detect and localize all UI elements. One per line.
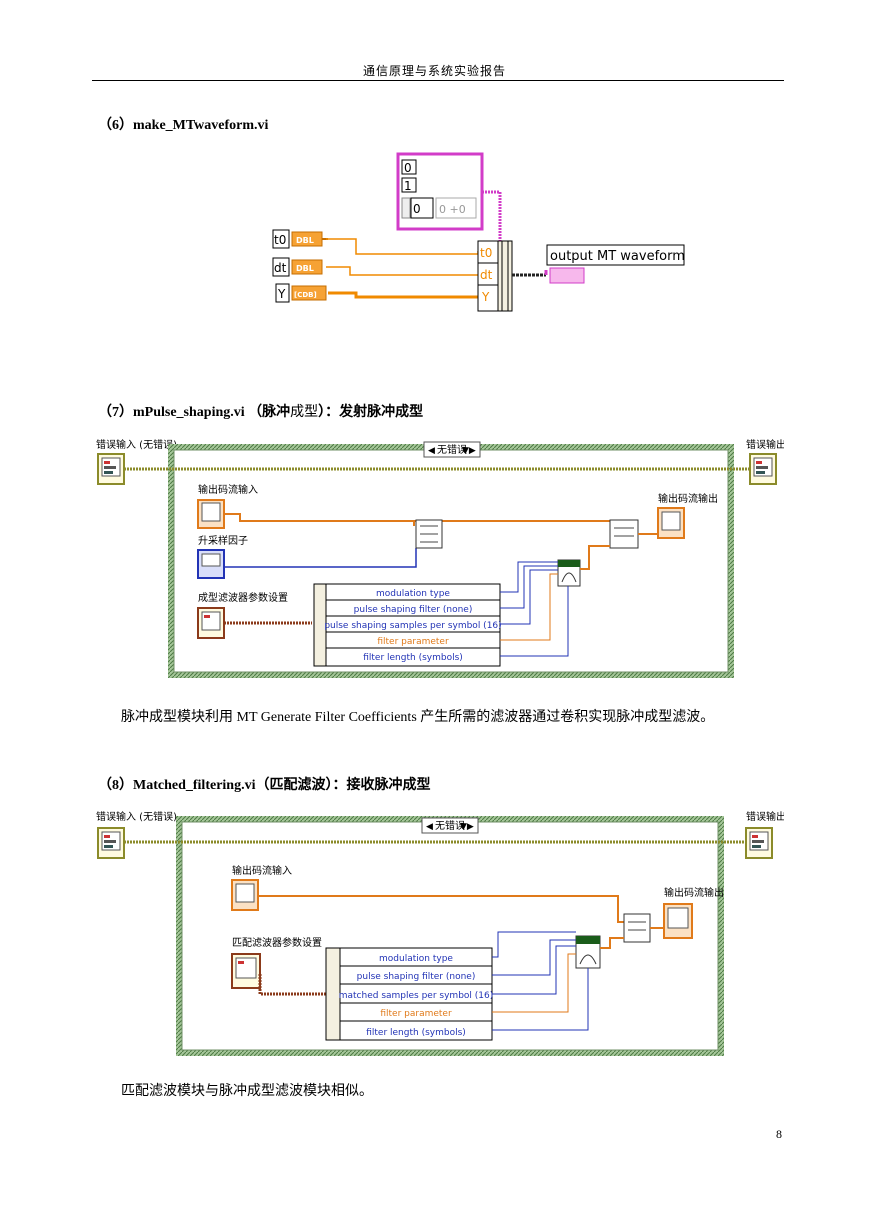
case-selector-label: 无错误 — [435, 819, 465, 832]
page-number: 8 — [776, 1127, 782, 1141]
header-rule — [92, 80, 784, 81]
wire-samples — [492, 945, 576, 995]
section6-heading: （6）make_MTwaveform.vi — [98, 118, 269, 133]
t0-wire — [326, 238, 479, 255]
running-header: 通信原理与系统实验报告 — [362, 64, 506, 78]
unbundle-item-4: filter length (symbols) — [366, 1028, 466, 1038]
bundle-term-t0: t0 — [480, 246, 492, 260]
error-in-label: 错误输入 (无错误) — [96, 438, 177, 451]
matched-filtering-diagram: 错误输入 (无错误) 错误输出 ◀ 无错误 ▼▶ 输出码流输入 输出码流输出 匹… — [96, 810, 784, 1056]
unbundle-item-3: filter parameter — [380, 1009, 452, 1019]
case-selector-right: ▼▶ — [462, 446, 476, 456]
dt-type: DBL — [296, 264, 314, 273]
array-index-spinner — [401, 197, 411, 219]
error-in-label: 错误输入 (无错误) — [96, 810, 177, 823]
convolution-node — [609, 519, 639, 549]
section8-paragraph: 匹配滤波模块与脉冲成型滤波模块相似。 — [121, 1084, 373, 1099]
bit-in-wire — [258, 895, 624, 923]
dt-label-box — [272, 257, 290, 277]
wire-filter-type — [500, 565, 558, 609]
y-type: [CDB] — [294, 291, 317, 299]
case-selector-right: ▼▶ — [460, 822, 474, 832]
filter-settings-label: 匹配滤波器参数设置 — [232, 936, 322, 949]
section7-heading-prefix: （7）mPulse_shaping.vi （脉冲 — [98, 405, 291, 420]
section7-paragraph: 脉冲成型模块利用 MT Generate Filter Coefficients… — [121, 710, 715, 725]
complex-display — [435, 197, 477, 219]
array-value-1: 1 — [404, 179, 412, 193]
unbundle-item-3: filter parameter — [377, 637, 449, 647]
convolution-node — [623, 913, 651, 943]
y-wire — [328, 291, 478, 299]
case-selector-label: 无错误 — [437, 443, 467, 456]
wire-filter-length — [492, 968, 589, 1031]
wire-modulation-type — [492, 931, 576, 958]
upsample-wire — [224, 548, 417, 568]
section7-heading-mid: 成型 — [290, 405, 319, 420]
array-wire — [482, 190, 502, 243]
wire-samples — [500, 569, 558, 625]
unbundle-item-1: pulse shaping filter (none) — [357, 972, 476, 982]
y-control — [291, 285, 327, 301]
unbundle-item-0: modulation type — [379, 954, 453, 964]
array-index — [410, 197, 434, 219]
bundle-term-y: Y — [481, 290, 490, 304]
case-selector — [421, 817, 479, 834]
make-mtwaveform-diagram: 0 1 0 0 +0 t0 DBL dt DBL Y [CDB] t0 dt Y… — [272, 152, 685, 312]
unbundle-item-1: pulse shaping filter (none) — [354, 605, 473, 615]
coefficients-wire — [580, 545, 610, 570]
coefficients-wire — [600, 937, 624, 949]
unbundle-by-name — [325, 583, 501, 667]
case-selector-left: ◀ — [428, 446, 435, 456]
y-label-box — [275, 283, 290, 303]
case-selector-left: ◀ — [426, 822, 433, 832]
t0-type: DBL — [296, 236, 314, 245]
output-label: output MT waveform — [550, 249, 685, 264]
unbundle-item-4: filter length (symbols) — [363, 653, 463, 663]
error-out-label: 错误输出 — [746, 810, 784, 823]
array-index-value: 0 — [413, 202, 421, 216]
array-element-0 — [401, 159, 417, 175]
unbundle-item-2: pulse shaping samples per symbol (16) — [324, 621, 501, 631]
bundle-term-dt: dt — [480, 268, 493, 282]
y-label: Y — [277, 287, 286, 301]
bundle-cluster-frame — [497, 240, 513, 312]
array-value-0: 0 — [404, 161, 412, 175]
unbundle-item-2: matched samples per symbol (16) — [339, 991, 494, 1001]
dt-control — [291, 259, 323, 275]
t0-label: t0 — [274, 233, 286, 247]
section7-heading: （7）mPulse_shaping.vi （脉冲成型）：发射脉冲成型 — [98, 401, 423, 421]
section7-heading-suffix: ）：发射脉冲成型 — [318, 405, 424, 420]
output-indicator — [549, 267, 585, 284]
bit-out-label: 输出码流输出 — [664, 886, 724, 899]
unbundle-item-0: modulation type — [376, 589, 450, 599]
wire-filter-length — [500, 586, 569, 657]
case-selector — [423, 441, 481, 458]
filter-settings-label: 成型滤波器参数设置 — [198, 591, 288, 604]
upsample-label: 升采样因子 — [198, 534, 248, 547]
dt-wire — [326, 266, 478, 276]
unbundle-by-name — [339, 947, 493, 1041]
bit-in-label: 输出码流输入 — [232, 864, 292, 877]
pulse-shaping-diagram: 错误输入 (无错误) 错误输出 ◀ 无错误 ▼▶ 输出码流输入 升采样因子 输出… — [96, 438, 784, 678]
output-label-box — [546, 244, 685, 266]
array-element-1 — [401, 177, 417, 193]
t0-label-box — [272, 229, 290, 249]
error-out-label: 错误输出 — [746, 438, 784, 451]
section8-heading: （8）Matched_filtering.vi（匹配滤波）：接收脉冲成型 — [98, 778, 431, 793]
bit-out-label: 输出码流输出 — [658, 492, 718, 505]
wire-modulation-type — [500, 561, 558, 593]
bit-in-label: 输出码流输入 — [198, 483, 258, 496]
filter-settings-wire — [258, 974, 326, 996]
wire-filter-parameter — [500, 573, 558, 641]
wire-filter-parameter — [492, 953, 576, 1013]
dt-label: dt — [274, 261, 287, 275]
complex-display-value: 0 +0 — [439, 203, 466, 216]
wire-filter-type — [492, 939, 576, 976]
